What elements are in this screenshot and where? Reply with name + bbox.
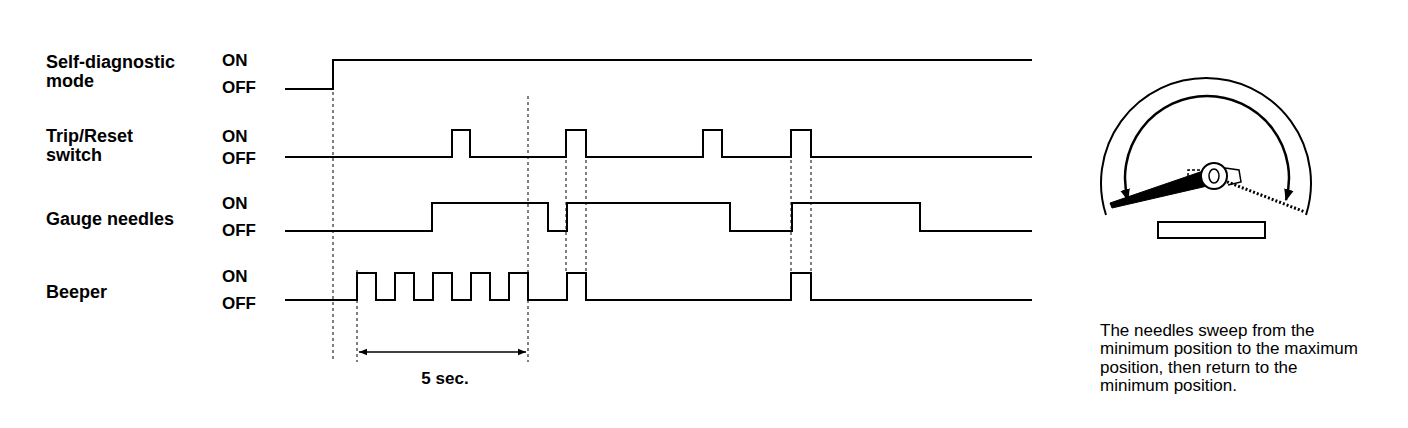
sweep-arrow (1125, 96, 1289, 200)
level-label: ON (222, 195, 248, 213)
needle-hub (1201, 163, 1227, 189)
gauge-illustration (1101, 78, 1311, 238)
waveforms (285, 60, 1032, 300)
hub-center (1209, 169, 1219, 183)
signal-name: Trip/Reset switch (46, 127, 176, 166)
level-label: ON (222, 268, 248, 286)
beeper-waveform (285, 273, 1032, 300)
guide-line (333, 92, 334, 360)
hub-cap (1225, 168, 1241, 185)
guide-line (811, 160, 812, 273)
gauge-needles-waveform (285, 203, 1032, 231)
gauge-display-window (1158, 222, 1265, 238)
level-label: OFF (222, 222, 256, 240)
signal-name: Self-diagnostic mode (46, 53, 196, 92)
self-diagnostic-waveform (285, 60, 1032, 89)
signal-name: Gauge needles (46, 210, 174, 229)
signal-name: Beeper (46, 283, 107, 302)
timing-guides (333, 92, 811, 362)
guide-line (357, 270, 358, 362)
trip-reset-waveform (285, 130, 1032, 157)
level-label: OFF (222, 79, 256, 97)
level-label: OFF (222, 295, 256, 313)
guide-line (566, 160, 567, 273)
level-label: ON (222, 128, 248, 146)
level-label: ON (222, 52, 248, 70)
illustration-note: The needles sweep from the minimum posit… (1100, 322, 1362, 395)
dimension-label: 5 sec. (418, 370, 471, 388)
gauge-dial-arc (1101, 78, 1311, 215)
guide-line (528, 96, 529, 362)
guide-line (586, 160, 587, 273)
dimension-arrow (359, 351, 526, 353)
level-label: OFF (222, 150, 256, 168)
guide-line (791, 160, 792, 273)
